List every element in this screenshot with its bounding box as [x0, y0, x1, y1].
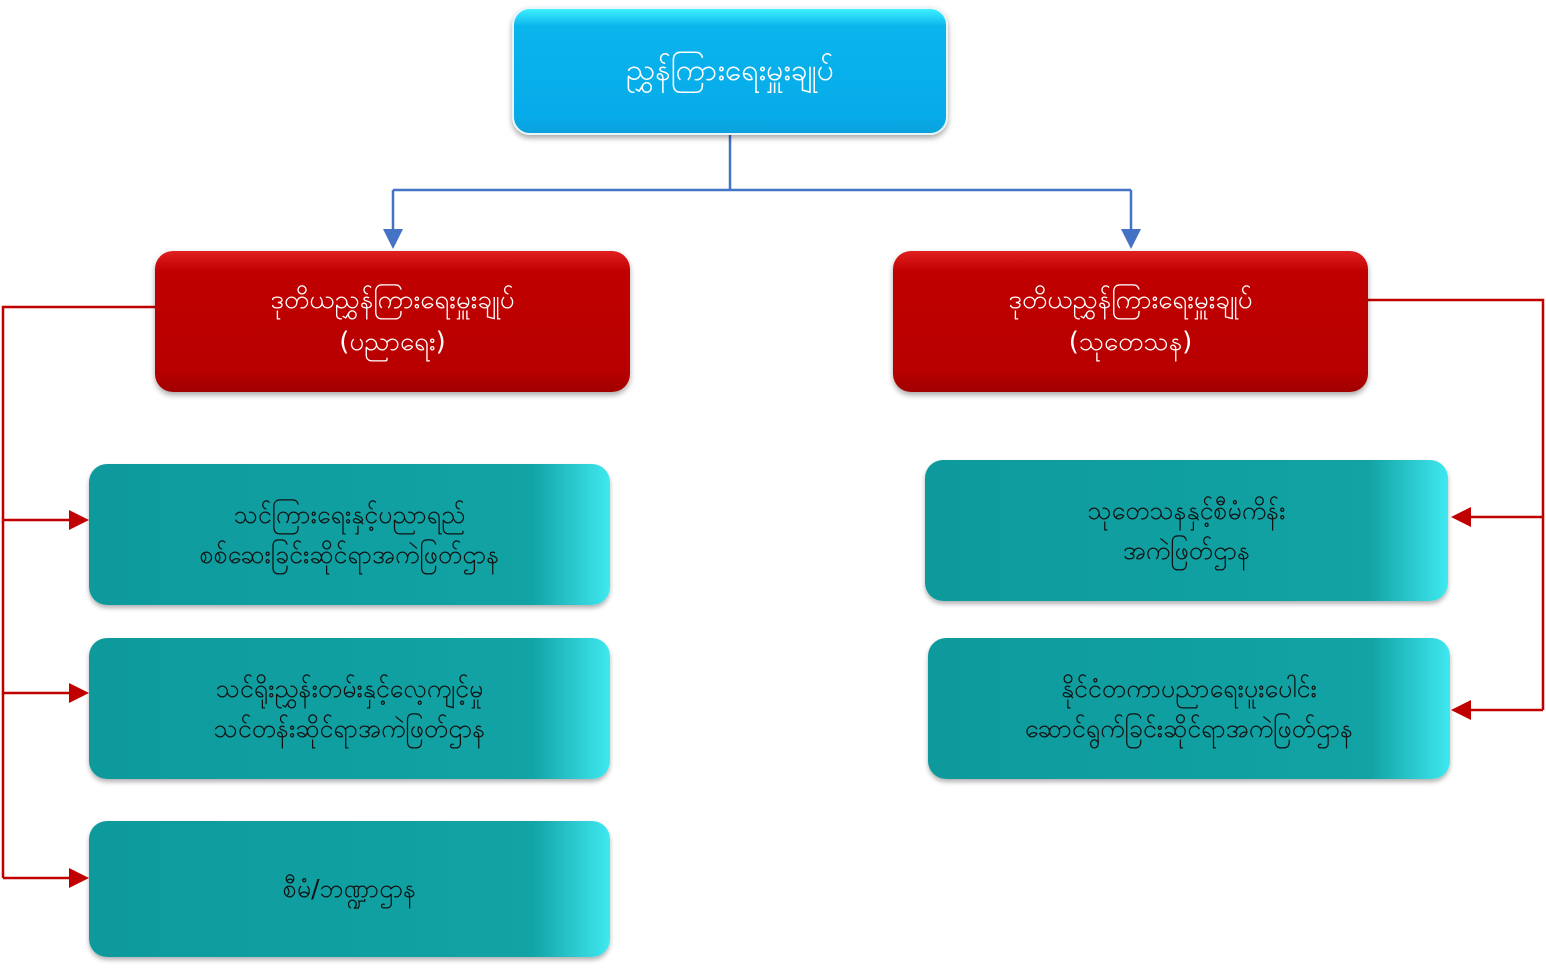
deputy-research-box: ဒုတိယညွှန်ကြားရေးမှူးချုပ် (သုတေသန) [893, 251, 1368, 392]
department-name: သုတေသနနှင့်စီမံကိန်း [1087, 495, 1286, 525]
department-box: သင်ရိုးညွှန်းတမ်းနှင့်လေ့ကျင့်မှု သင်တန်… [89, 638, 610, 779]
deputy-title: ဒုတိယညွှန်ကြားရေးမှူးချုပ် [1008, 284, 1253, 315]
department-box: သင်ကြားရေးနှင့်ပညာရည် စစ်ဆေးခြင်းဆိုင်ရာ… [89, 464, 610, 605]
connector-education-trunk [1, 305, 155, 878]
deputy-subtitle: (သုတေသန) [1068, 326, 1193, 357]
department-name: အကဲဖြတ်ဌာန [1122, 535, 1251, 565]
director-general-box: ညွှန်ကြားရေးမှူးချုပ် [512, 7, 948, 135]
department-name: စစ်ဆေးခြင်းဆိုင်ရာအကဲဖြတ်ဌာန [199, 539, 500, 569]
connector-research-trunk [1368, 298, 1545, 710]
department-box: စီမံ/ဘဏ္ဍာဌာန [89, 821, 610, 957]
deputy-subtitle: (ပညာရေး) [339, 326, 446, 357]
director-general-title: ညွှန်ကြားရေးမှူးချုပ် [626, 53, 834, 88]
department-box: သုတေသနနှင့်စီမံကိန်း အကဲဖြတ်ဌာန [925, 460, 1448, 601]
department-name: သင်တန်းဆိုင်ရာအကဲဖြတ်ဌာန [213, 713, 486, 743]
deputy-education-box: ဒုတိယညွှန်ကြားရေးမှူးချုပ် (ပညာရေး) [155, 251, 630, 392]
department-name: နိုင်ငံတကာပညာရေးပူးပေါင်း [1061, 673, 1317, 703]
department-name: သင်ရိုးညွှန်းတမ်းနှင့်လေ့ကျင့်မှု [215, 673, 484, 703]
department-name: ဆောင်ရွက်ခြင်းဆိုင်ရာအကဲဖြတ်ဌာန [1024, 713, 1354, 743]
deputy-title: ဒုတိယညွှန်ကြားရေးမှူးချုပ် [270, 284, 515, 315]
connector-top-trunk [393, 135, 1131, 192]
department-name: သင်ကြားရေးနှင့်ပညာရည် [233, 499, 466, 529]
department-name: စီမံ/ဘဏ္ဍာဌာန [282, 874, 417, 903]
department-box: နိုင်ငံတကာပညာရေးပူးပေါင်း ဆောင်ရွက်ခြင်း… [928, 638, 1450, 779]
